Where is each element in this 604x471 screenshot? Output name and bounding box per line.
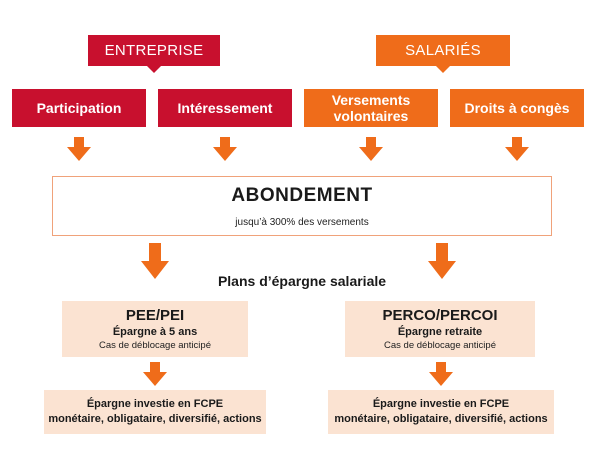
plan-name: PEE/PEI [125, 306, 185, 324]
entreprise-header: ENTREPRISE [88, 35, 220, 73]
arrow-down-icon [429, 362, 453, 386]
plan-note: Cas de déblocage anticipé [99, 339, 211, 351]
arrow-down-icon [141, 243, 169, 279]
plan-subtitle: Épargne à 5 ans [112, 325, 198, 338]
source-versements-label-line2: volontaires [333, 108, 409, 124]
investment-line1: Épargne investie en FCPE [86, 398, 224, 410]
entreprise-header-label: ENTREPRISE [104, 42, 204, 59]
source-participation-label: Participation [36, 100, 122, 116]
investment-box-right: Épargne investie en FCPE monétaire, obli… [328, 390, 554, 434]
salaries-header: SALARIÉS [376, 35, 510, 73]
plan-perco-percoi: PERCO/PERCOI Épargne retraite Cas de déb… [345, 301, 535, 357]
source-participation: Participation [12, 89, 146, 127]
source-interessement: Intéressement [158, 89, 292, 127]
plan-name: PERCO/PERCOI [382, 306, 498, 324]
investment-box-left: Épargne investie en FCPE monétaire, obli… [44, 390, 266, 434]
arrow-down-icon [213, 137, 237, 161]
source-droits-conges: Droits à congès [450, 89, 584, 127]
investment-line1: Épargne investie en FCPE [372, 398, 510, 410]
source-interessement-label: Intéressement [177, 100, 273, 116]
arrow-down-icon [428, 243, 456, 279]
arrow-down-icon [359, 137, 383, 161]
salaries-header-pointer [435, 65, 451, 73]
salaries-header-label: SALARIÉS [405, 42, 481, 59]
entreprise-header-pointer [146, 65, 162, 73]
arrow-down-icon [67, 137, 91, 161]
abondement-box: ABONDEMENT jusqu’à 300% des versements [52, 176, 552, 236]
plan-pee-pei: PEE/PEI Épargne à 5 ans Cas de déblocage… [62, 301, 248, 357]
source-versements-label-line1: Versements [331, 92, 411, 108]
abondement-subtitle: jusqu’à 300% des versements [235, 216, 369, 228]
source-versements-volontaires: Versements volontaires [304, 89, 438, 127]
arrow-down-icon [143, 362, 167, 386]
arrow-down-icon [505, 137, 529, 161]
plan-subtitle: Épargne retraite [397, 325, 483, 338]
source-droits-conges-label: Droits à congès [464, 100, 570, 116]
investment-line2: monétaire, obligataire, diversifié, acti… [48, 413, 262, 425]
plan-note: Cas de déblocage anticipé [384, 339, 496, 351]
investment-line2: monétaire, obligataire, diversifié, acti… [334, 413, 548, 425]
abondement-title: ABONDEMENT [231, 184, 373, 206]
plans-title-text: Plans d’épargne salariale [217, 273, 387, 289]
plans-title: Plans d’épargne salariale [180, 270, 424, 292]
